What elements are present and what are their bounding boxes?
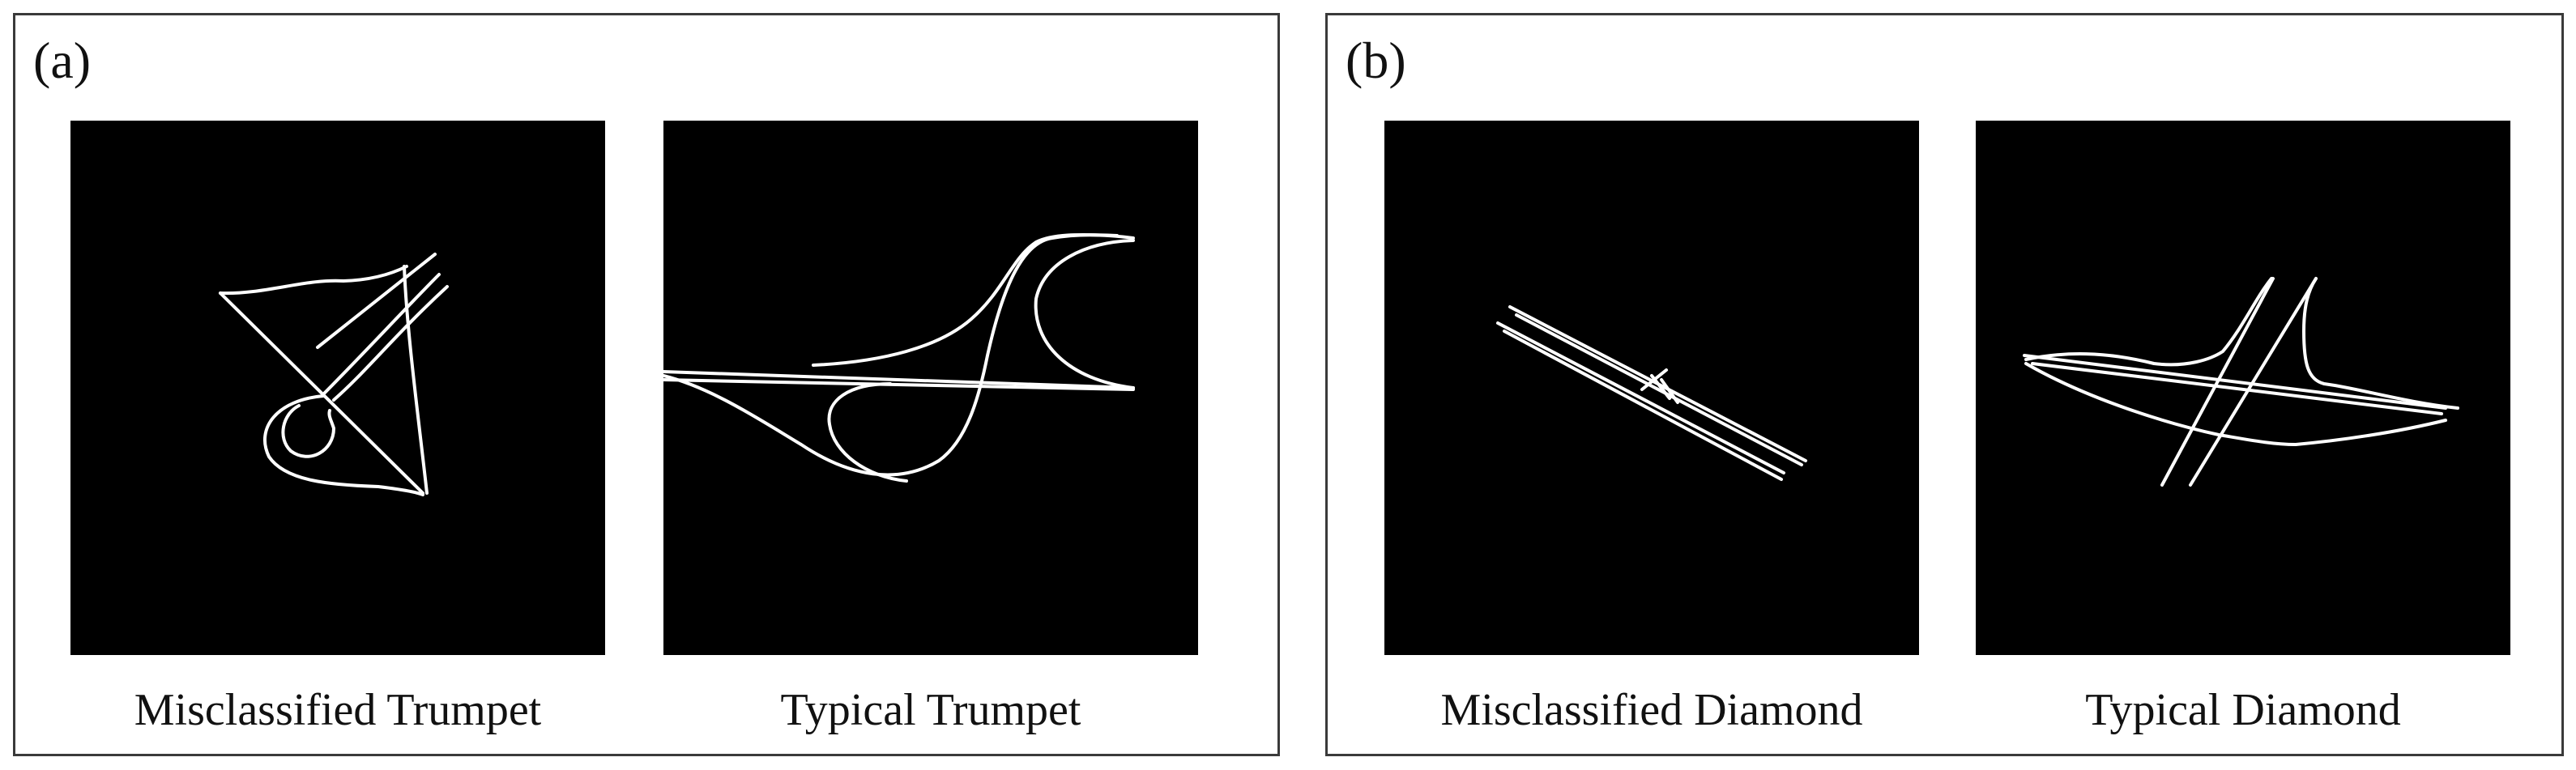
typical-trumpet-image — [663, 121, 1198, 655]
typical-diamond-image — [1976, 121, 2510, 655]
typical-trumpet-caption: Typical Trumpet — [780, 685, 1081, 735]
misclassified-trumpet-drawing — [219, 253, 449, 496]
typical-trumpet-drawing — [663, 232, 1135, 483]
misclassified-diamond-drawing — [1496, 305, 1807, 481]
misclassified-trumpet-image — [70, 121, 605, 655]
panel-a-letter: (a) — [33, 32, 92, 89]
misclassified-diamond-image — [1384, 121, 1919, 655]
typical-diamond-caption: Typical Diamond — [2085, 685, 2401, 735]
panel-b-letter: (b) — [1346, 32, 1406, 89]
panel-a: (a) Misclassified Trumpet Typical Trumpe… — [13, 13, 1280, 756]
misclassified-diamond-caption: Misclassified Diamond — [1440, 685, 1863, 735]
panel-b: (b) Misclassified Diamond Typical Diamon… — [1325, 13, 2564, 756]
typical-diamond-drawing — [2023, 277, 2459, 487]
misclassified-trumpet-caption: Misclassified Trumpet — [134, 685, 542, 735]
